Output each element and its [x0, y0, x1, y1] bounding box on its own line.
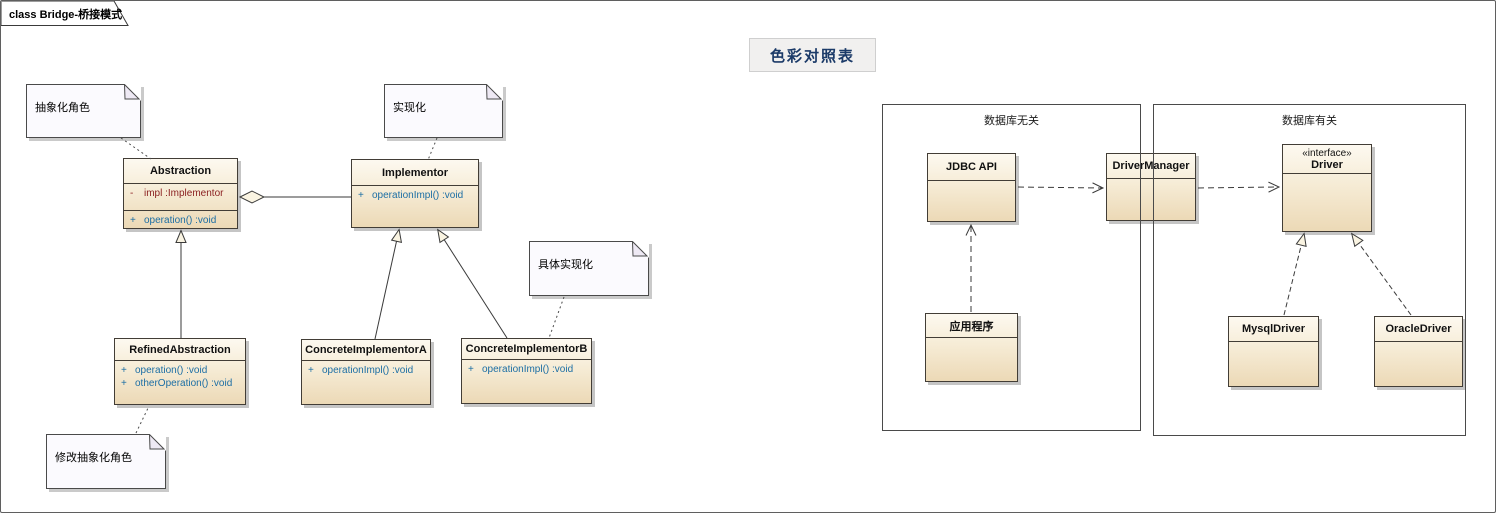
diagram-tab[interactable]: class Bridge-桥接模式: [1, 1, 133, 27]
gen-concrete-a-to-implementor: [374, 230, 399, 340]
visibility: +: [358, 190, 364, 201]
visibility: +: [121, 365, 127, 376]
class-driver-manager[interactable]: DriverManager: [1106, 153, 1196, 221]
method-text: operation() :void: [135, 365, 208, 376]
class-driver-interface[interactable]: «interface» Driver: [1282, 144, 1372, 232]
class-name: DriverManager: [1107, 154, 1195, 179]
method-row: + operationImpl() :void: [358, 189, 474, 202]
class-name-label: Driver: [1311, 158, 1343, 171]
attribute-row: - impl :Implementor: [130, 187, 233, 200]
boundary-label: 数据库有关: [1282, 115, 1337, 127]
class-application[interactable]: 应用程序: [925, 313, 1018, 382]
boundary-db-independent[interactable]: 数据库无关: [882, 104, 1141, 431]
class-name: OracleDriver: [1375, 317, 1462, 342]
stereotype-label: «interface»: [1302, 147, 1352, 159]
class-concrete-implementor-b[interactable]: ConcreteImplementorB + operationImpl() :…: [461, 338, 592, 404]
note-text: 具体实现化: [538, 259, 593, 271]
boundary-db-dependent[interactable]: 数据库有关: [1153, 104, 1466, 436]
methods-compartment: + operation() :void + otherOperation() :…: [115, 361, 245, 405]
class-name: Abstraction: [124, 159, 237, 184]
class-name: ConcreteImplementorA: [302, 340, 430, 361]
method-text: otherOperation() :void: [135, 378, 233, 389]
class-name: JDBC API: [928, 154, 1015, 181]
method-row: + operationImpl() :void: [308, 364, 426, 377]
diagram-title: 色彩对照表: [769, 47, 855, 65]
class-abstraction[interactable]: Abstraction - impl :Implementor + operat…: [123, 158, 238, 229]
note-text: 实现化: [393, 102, 426, 114]
note-concrete-realization[interactable]: 具体实现化: [529, 241, 649, 296]
class-name: RefinedAbstraction: [115, 339, 245, 361]
methods-compartment: + operation() :void: [124, 210, 237, 229]
methods-compartment: + operationImpl() :void: [352, 186, 478, 228]
methods-compartment: + operationImpl() :void: [462, 360, 591, 404]
visibility: +: [308, 365, 314, 376]
method-text: operationImpl() :void: [322, 365, 414, 376]
diagram-title-box[interactable]: 色彩对照表: [749, 38, 876, 72]
note-modify-abstraction-role[interactable]: 修改抽象化角色: [46, 434, 166, 489]
method-row: + otherOperation() :void: [121, 377, 241, 390]
aggregation-diamond-icon: [238, 190, 266, 204]
methods-compartment: + operationImpl() :void: [302, 361, 430, 405]
attributes-compartment: - impl :Implementor: [124, 184, 237, 210]
attribute-text: impl :Implementor: [144, 188, 224, 199]
visibility: +: [130, 215, 136, 226]
method-row: + operation() :void: [121, 364, 241, 377]
note-abstraction-role[interactable]: 抽象化角色: [26, 84, 141, 138]
note-link-implementor: [427, 137, 438, 161]
class-jdbc-api[interactable]: JDBC API: [927, 153, 1016, 222]
class-name: 应用程序: [926, 314, 1017, 338]
class-name: ConcreteImplementorB: [462, 339, 591, 360]
note-link-concrete-b: [548, 296, 565, 339]
note-text: 修改抽象化角色: [55, 452, 132, 464]
note-fold-icon: [124, 84, 141, 101]
note-fold-icon: [632, 241, 649, 258]
visibility: -: [130, 188, 134, 199]
class-refined-abstraction[interactable]: RefinedAbstraction + operation() :void +…: [114, 338, 246, 405]
aggregation-abstraction-implementor: [238, 190, 351, 204]
tab-outline-icon: [1, 1, 129, 26]
class-implementor[interactable]: Implementor + operationImpl() :void: [351, 159, 479, 228]
diagram-tab-label: class Bridge-桥接模式: [9, 9, 123, 21]
note-fold-icon: [149, 434, 166, 451]
boundary-label: 数据库无关: [984, 115, 1039, 127]
generalizations: [181, 230, 508, 340]
note-text: 抽象化角色: [35, 102, 90, 114]
method-text: operationImpl() :void: [482, 364, 574, 375]
class-name: «interface» Driver: [1283, 145, 1371, 174]
method-text: operation() :void: [144, 215, 217, 226]
method-row: + operationImpl() :void: [468, 363, 587, 376]
class-name: Implementor: [352, 160, 478, 186]
note-fold-icon: [486, 84, 503, 101]
gen-concrete-b-to-implementor: [438, 230, 508, 339]
method-text: operationImpl() :void: [372, 190, 464, 201]
method-row: + operation() :void: [130, 214, 233, 227]
class-oracle-driver[interactable]: OracleDriver: [1374, 316, 1463, 387]
visibility: +: [468, 364, 474, 375]
note-realization[interactable]: 实现化: [384, 84, 503, 138]
class-concrete-implementor-a[interactable]: ConcreteImplementorA + operationImpl() :…: [301, 339, 431, 405]
visibility: +: [121, 378, 127, 389]
class-mysql-driver[interactable]: MysqlDriver: [1228, 316, 1319, 387]
note-link-refined: [135, 405, 150, 434]
note-link-abstraction: [120, 137, 152, 160]
class-name: MysqlDriver: [1229, 317, 1318, 342]
